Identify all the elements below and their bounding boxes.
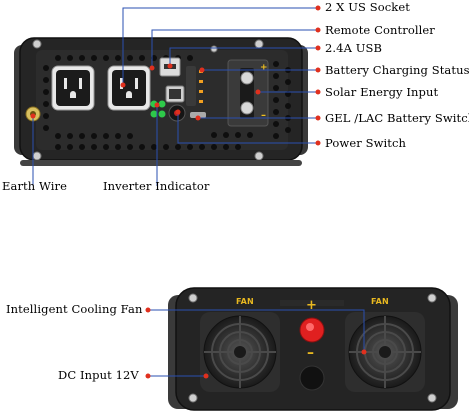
us-socket-right: [107, 65, 151, 111]
label-inverter-indicator: Inverter Indicator: [103, 179, 210, 193]
fan-label-right: FAN: [371, 297, 389, 306]
front-leader-lines: [32, 7, 318, 186]
label-power-switch: Power Switch: [325, 136, 407, 150]
inverter-led-2: [158, 100, 166, 108]
front-panel: + –: [14, 37, 308, 166]
label-usb: 2.4A USB: [325, 41, 383, 55]
cooling-fan-right: [345, 312, 425, 392]
label-dc-input: DC Input 12V: [58, 368, 139, 382]
plus-sign: +: [306, 298, 317, 313]
minus-sign: –: [307, 345, 315, 361]
label-earth-wire: Earth Wire: [2, 179, 68, 193]
label-battery-charging-status: Battery Charging Status: [325, 63, 469, 77]
label-us-socket: 2 X US Socket: [325, 0, 410, 14]
label-gel-lac-battery-switch: GEL /LAC Battery Switch: [325, 111, 469, 125]
cooling-fan-left: [200, 312, 280, 392]
rear-panel: [168, 287, 458, 411]
svg-text:–: –: [261, 110, 266, 121]
label-solar-energy-input: Solar Energy Input: [325, 85, 439, 99]
svg-text:+: +: [260, 63, 268, 73]
fan-label-left: FAN: [236, 297, 254, 306]
gel-lac-switch: [190, 112, 206, 118]
label-intelligent-cooling-fan: Intelligent Cooling Fan: [6, 302, 143, 316]
label-remote-controller: Remote Controller: [325, 23, 435, 37]
rear-dots: [145, 307, 367, 379]
solar-terminal: + –: [227, 59, 269, 127]
negative-terminal: [299, 365, 325, 391]
us-socket-left: [51, 65, 95, 111]
rear-leader-lines: [148, 309, 365, 377]
front-dots: [30, 5, 321, 146]
